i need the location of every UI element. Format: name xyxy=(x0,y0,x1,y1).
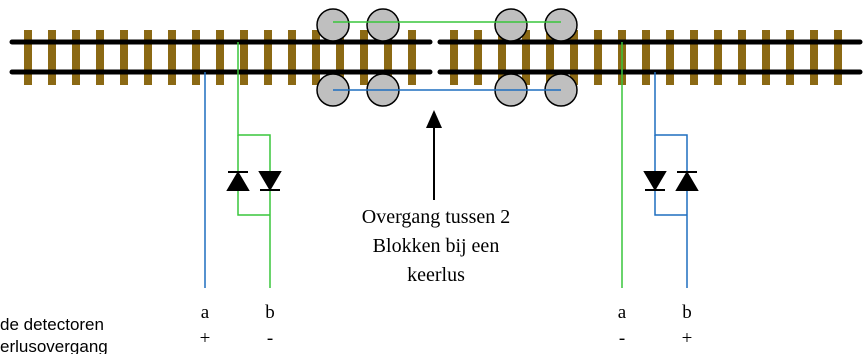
sleeper xyxy=(408,30,416,85)
note-line-2: erlusovergang xyxy=(0,337,108,354)
wheel xyxy=(366,8,400,42)
left-green-bridge xyxy=(237,135,270,216)
left-terminal-a-label: a xyxy=(201,302,210,323)
diode-down xyxy=(643,171,667,191)
sleeper xyxy=(312,30,320,85)
sleeper xyxy=(642,30,650,85)
sleeper xyxy=(546,30,554,85)
sleeper xyxy=(570,30,578,85)
sleeper xyxy=(72,30,80,85)
sleeper xyxy=(762,30,770,85)
sleeper xyxy=(144,30,152,85)
sleeper xyxy=(522,30,530,85)
caption-line-3: keerlus xyxy=(407,264,465,286)
sleeper xyxy=(666,30,674,85)
sleeper xyxy=(834,30,842,85)
sleeper xyxy=(336,30,344,85)
sleeper xyxy=(450,30,458,85)
sleeper xyxy=(288,30,296,85)
sleeper xyxy=(738,30,746,85)
right-blue-bridge xyxy=(654,135,687,216)
right-terminal-a-label: a xyxy=(618,302,627,323)
sleeper xyxy=(240,30,248,85)
left-diode-pair xyxy=(226,171,282,191)
sleeper xyxy=(168,30,176,85)
diode-up xyxy=(226,171,250,191)
sleeper xyxy=(810,30,818,85)
sleeper xyxy=(24,30,32,85)
diode-down xyxy=(258,171,282,191)
right-terminal-a-polarity: - xyxy=(619,328,625,349)
right-detector-wiring xyxy=(621,42,688,288)
right-terminal-b-label: b xyxy=(682,302,692,323)
sleeper xyxy=(120,30,128,85)
right-terminal-b-polarity: + xyxy=(682,328,693,349)
note-line-1: de detectoren xyxy=(0,315,104,334)
sleeper xyxy=(216,30,224,85)
track-sleepers xyxy=(24,30,842,85)
sleeper xyxy=(264,30,272,85)
caption-line-1: Overgang tussen 2 xyxy=(362,206,511,228)
sleeper xyxy=(690,30,698,85)
right-diode-pair xyxy=(643,171,699,191)
sleeper xyxy=(594,30,602,85)
wheelsets xyxy=(316,8,578,107)
wheel xyxy=(494,8,528,42)
left-terminal-a-polarity: + xyxy=(200,328,211,349)
right-blue-wire xyxy=(654,72,688,288)
track-rails xyxy=(9,39,863,75)
sleeper xyxy=(786,30,794,85)
sleeper xyxy=(498,30,506,85)
sleeper xyxy=(384,30,392,85)
left-green-wire xyxy=(237,42,271,288)
left-terminal-b-polarity: - xyxy=(267,328,273,349)
wheel xyxy=(316,8,350,42)
sleeper xyxy=(192,30,200,85)
left-detector-wiring xyxy=(204,42,271,288)
sleeper xyxy=(48,30,56,85)
sleeper xyxy=(714,30,722,85)
sleeper xyxy=(96,30,104,85)
diode-up xyxy=(675,171,699,191)
sleeper xyxy=(474,30,482,85)
transition-arrow xyxy=(426,110,442,200)
wheel xyxy=(544,8,578,42)
left-terminal-b-label: b xyxy=(265,302,275,323)
caption-line-2: Blokken bij een xyxy=(373,235,500,257)
sleeper xyxy=(360,30,368,85)
arrow-head xyxy=(426,110,442,128)
